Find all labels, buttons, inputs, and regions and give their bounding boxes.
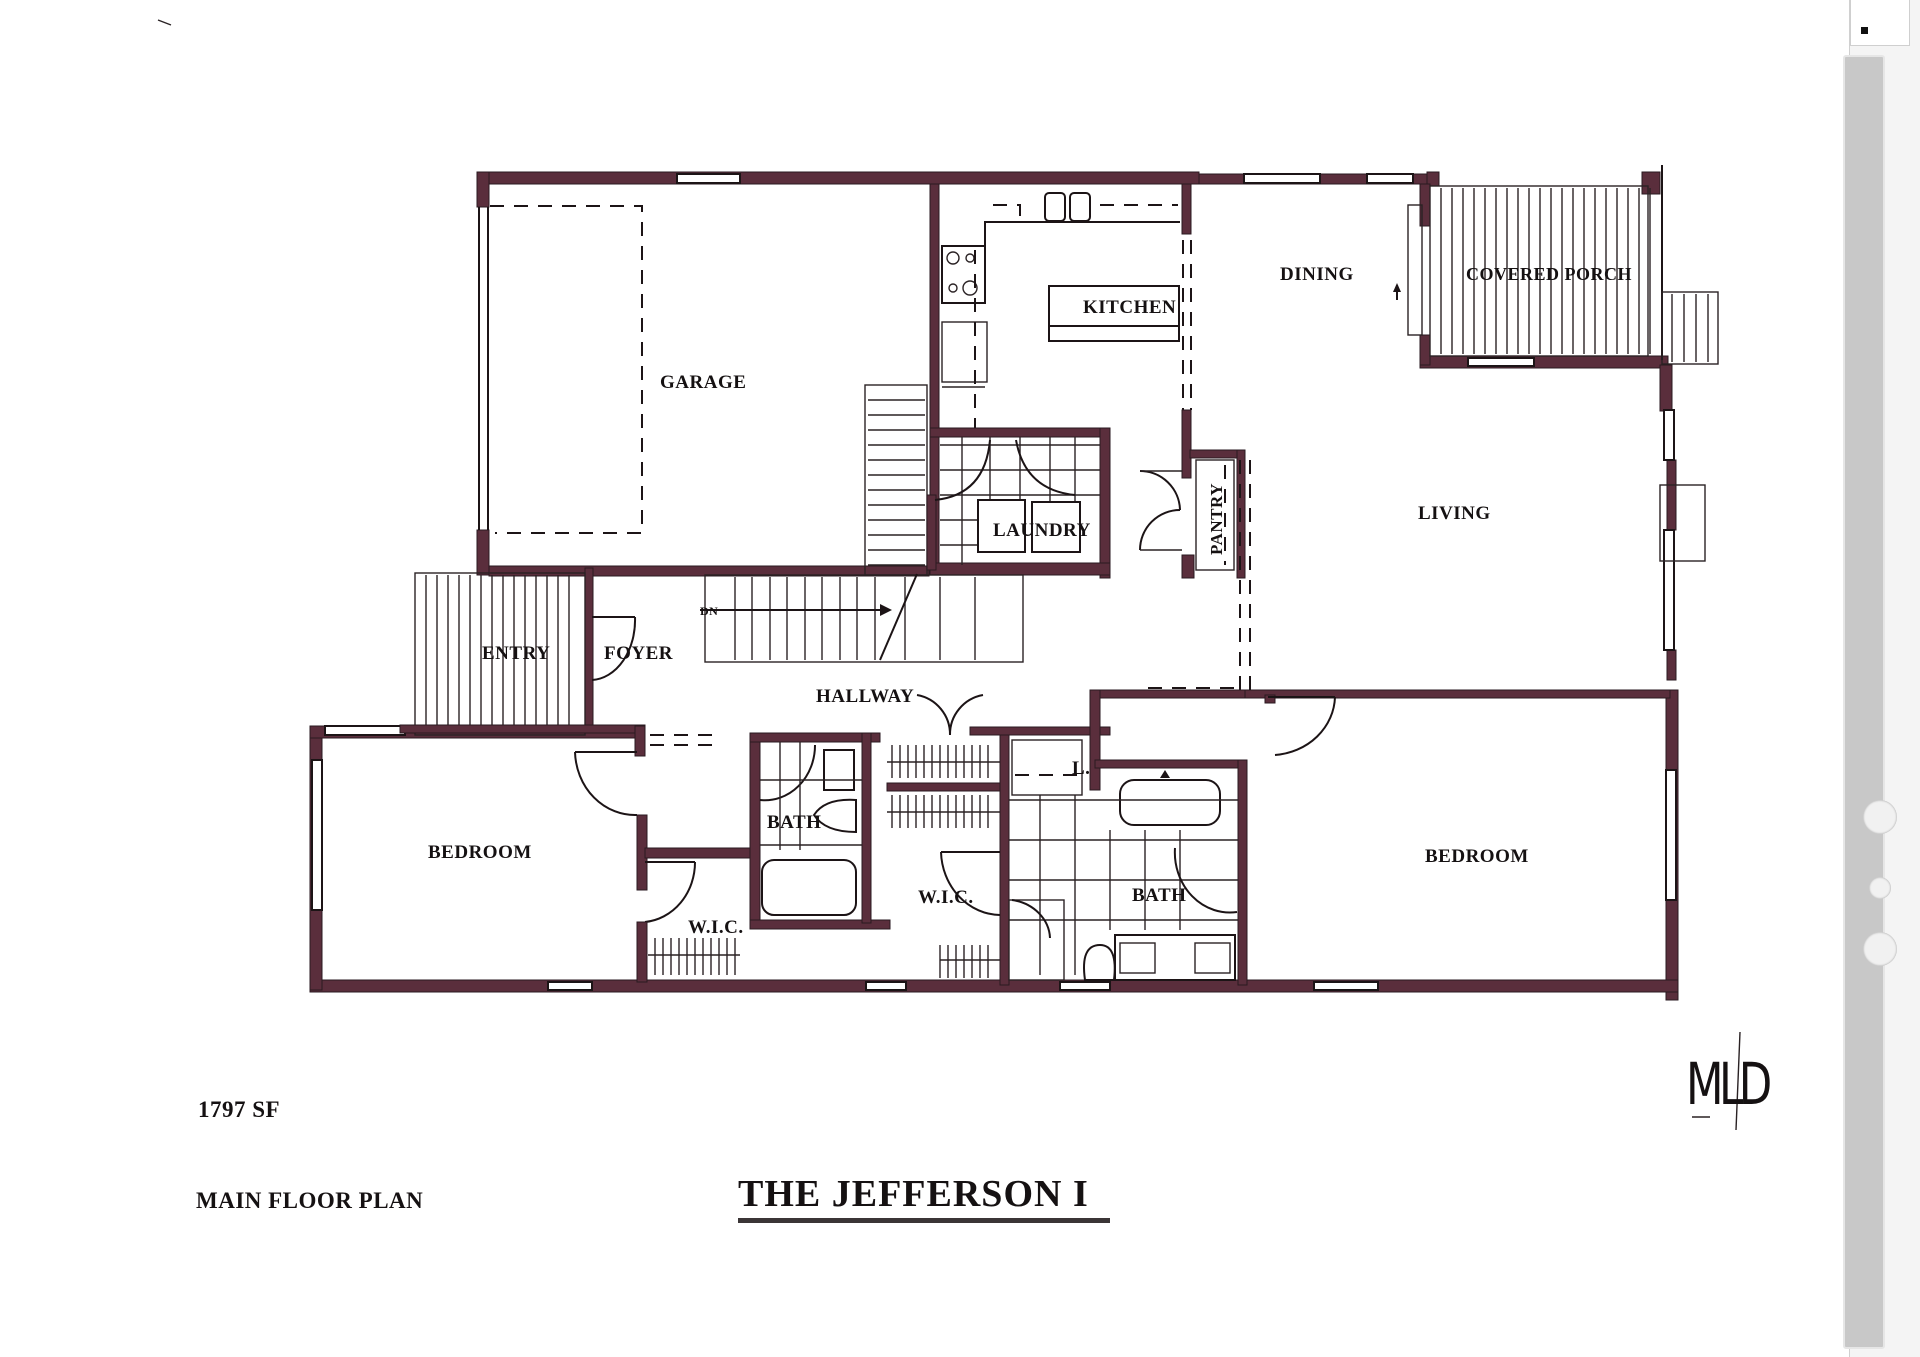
designer-mark: MLD: [1686, 1050, 1772, 1118]
left-bedroom-area: [574, 725, 756, 983]
binder-hole-icon: [1863, 800, 1897, 834]
room-label-entry: ENTRY: [482, 643, 551, 664]
center-wic-area: [886, 726, 1111, 986]
title-underline: [738, 1218, 1110, 1223]
room-label-covered-porch: COVERED PORCH: [1466, 264, 1633, 284]
stairs-down-label: DN: [700, 604, 719, 618]
laundry-area: [926, 427, 1111, 579]
room-label-foyer: FOYER: [604, 643, 673, 664]
master-bath-area: [1008, 689, 1248, 986]
pantry-area: [1139, 449, 1246, 579]
scan-mark: [157, 19, 172, 26]
dining-area: [1393, 204, 1423, 336]
hall-bath-area: [749, 732, 891, 930]
room-label-bedroom-right: BEDROOM: [1425, 846, 1529, 867]
room-label-wic-center: W.I.C.: [918, 887, 974, 908]
room-label-linen: L.: [1072, 758, 1091, 779]
square-footage: 1797 SF: [198, 1097, 281, 1122]
plan-subtitle: MAIN FLOOR PLAN: [196, 1188, 424, 1213]
room-label-kitchen: KITCHEN: [1083, 297, 1177, 318]
room-label-bedroom-left: BEDROOM: [428, 842, 532, 863]
room-label-hallway: HALLWAY: [816, 686, 915, 707]
scrollbar-thumb[interactable]: [1843, 55, 1885, 1349]
kitchen-area: [941, 183, 1192, 479]
windows: [311, 173, 1706, 991]
exterior-walls: [309, 171, 1679, 1001]
scroll-up-button[interactable]: [1850, 0, 1910, 46]
room-label-wic-left: W.I.C.: [688, 917, 744, 938]
covered-porch-decking: [1429, 165, 1719, 365]
entry-foyer-area: [399, 460, 1251, 746]
binder-hole-icon: [1869, 877, 1891, 899]
room-label-garage: GARAGE: [660, 372, 747, 393]
plan-title: THE JEFFERSON I: [738, 1173, 1089, 1215]
room-label-dining: DINING: [1280, 264, 1354, 285]
right-bedroom-area: [1264, 694, 1336, 756]
room-label-bath-hall: BATH: [767, 812, 822, 833]
room-label-bath-master: BATH: [1132, 885, 1187, 906]
room-label-pantry: PANTRY: [1207, 483, 1226, 555]
room-label-laundry: LAUNDRY: [993, 520, 1091, 541]
scroll-up-icon: [1861, 27, 1868, 34]
room-label-living: LIVING: [1418, 503, 1491, 524]
binder-hole-icon: [1863, 932, 1897, 966]
